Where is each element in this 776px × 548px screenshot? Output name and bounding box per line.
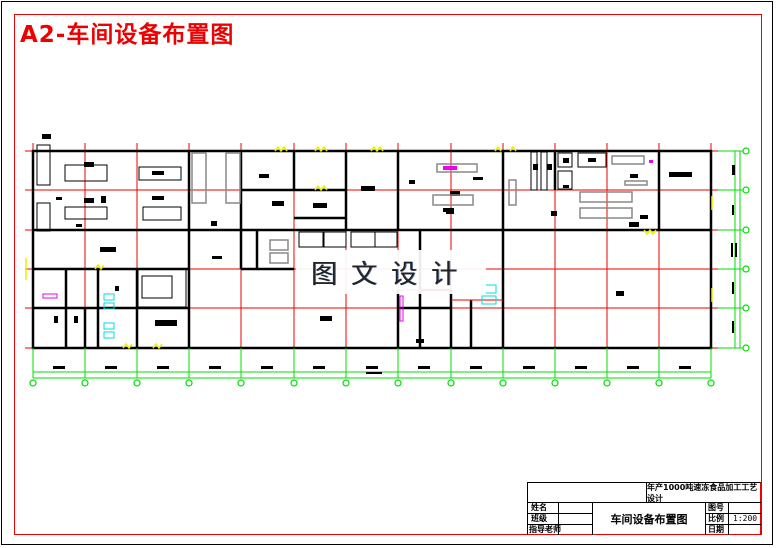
- dimension-text: [53, 165, 737, 374]
- inner-frame: [14, 14, 762, 535]
- label-date: 日期: [708, 525, 724, 534]
- sheet-title: A2-车间设备布置图: [20, 22, 235, 48]
- scale-value: 1:200: [733, 514, 758, 523]
- drawing-name: 车间设备布置图: [610, 512, 688, 526]
- label-scale: 比例: [708, 514, 724, 523]
- title-block: 年产1000吨速冻食品加工工艺设计 姓名 班级 指导老师 车间设备布置图 图号 …: [527, 482, 761, 535]
- axis-bubbles: [29, 147, 750, 387]
- title-block-header: 年产1000吨速冻食品加工工艺设计: [528, 483, 761, 503]
- label-name: 姓名: [531, 503, 547, 512]
- watermark: 图文设计: [296, 250, 486, 294]
- label-class: 班级: [531, 514, 547, 523]
- label-drawing-no: 图号: [708, 503, 724, 512]
- doors: [25, 145, 713, 350]
- label-advisor: 指导老师: [529, 525, 561, 534]
- equipment: [42, 134, 692, 343]
- project-name: 年产1000吨速冻食品加工工艺设计: [646, 483, 762, 503]
- fixtures: [42, 160, 653, 339]
